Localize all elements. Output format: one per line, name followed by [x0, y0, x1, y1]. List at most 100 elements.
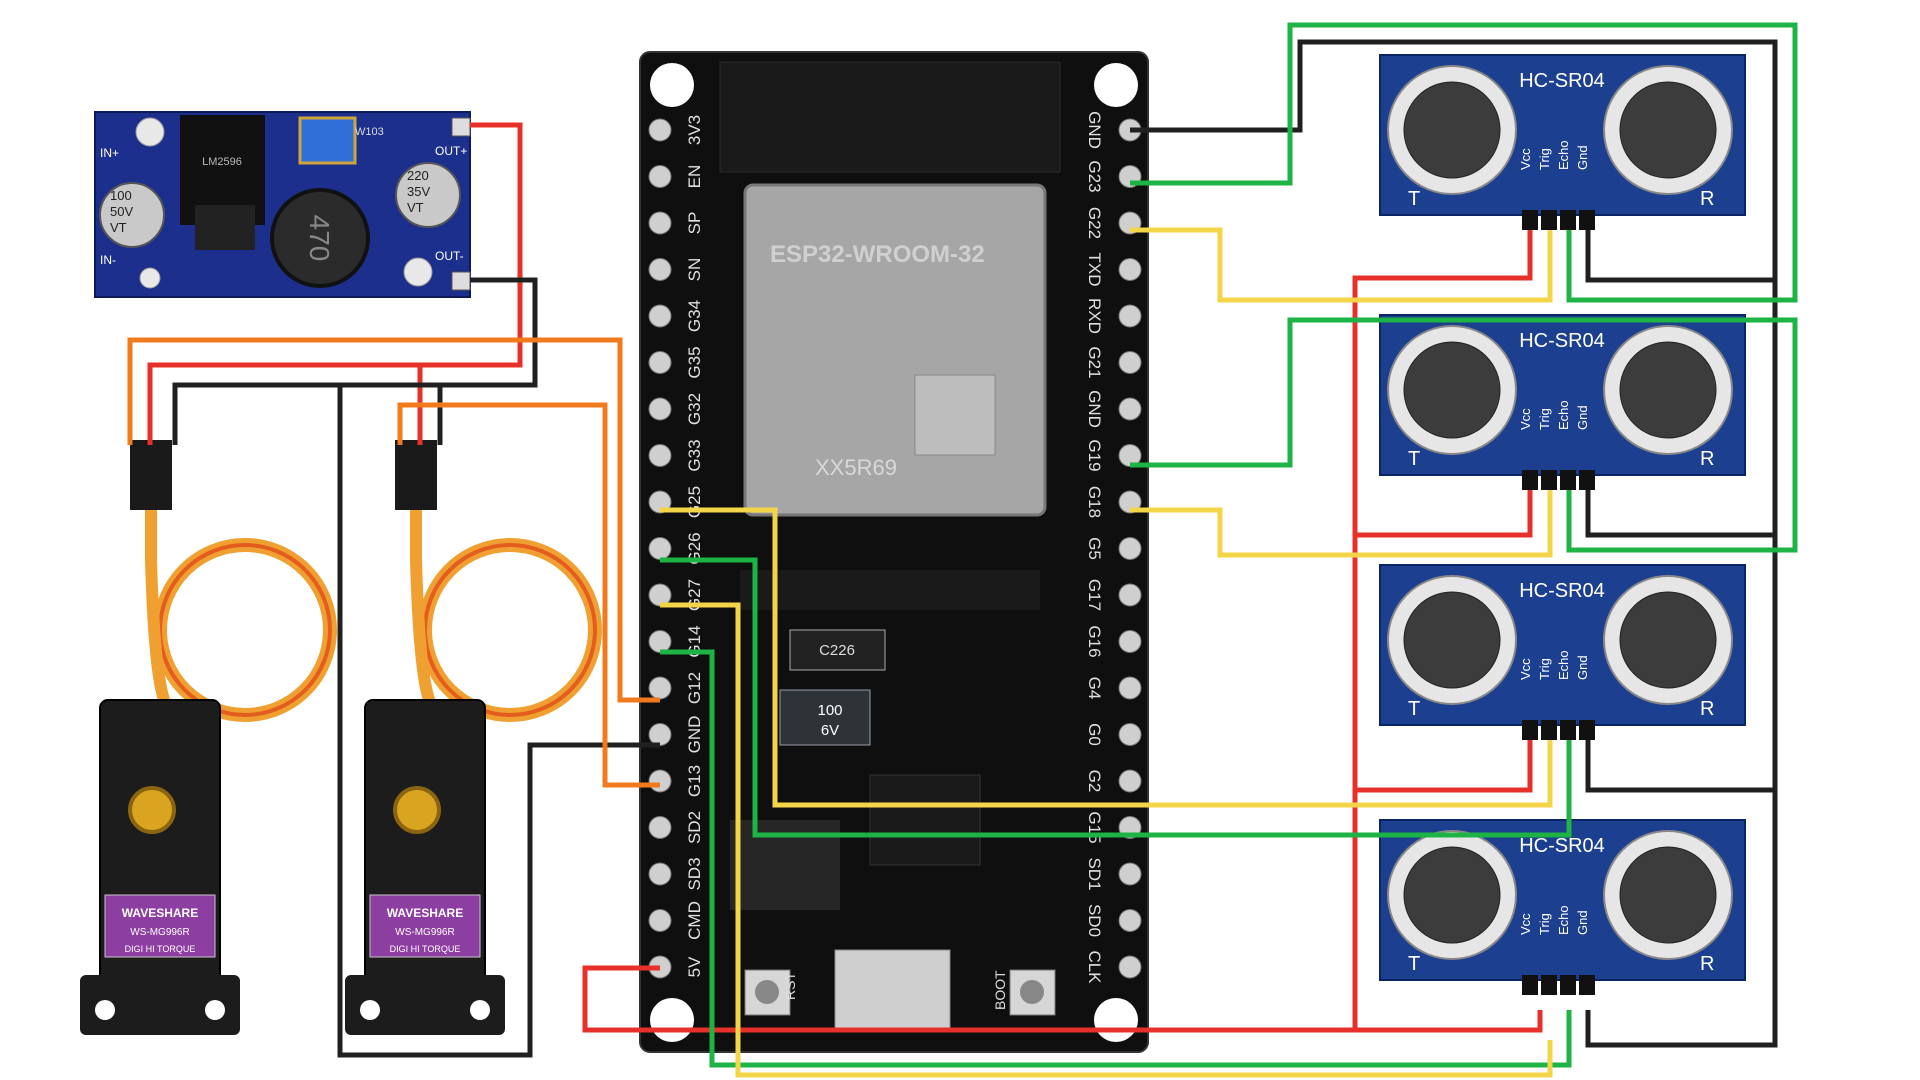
sensor-pin-header [1560, 975, 1576, 995]
sensor-r-label: R [1700, 953, 1714, 975]
wire-ground-rail [1130, 39, 1778, 1048]
sensor-pin-label: Gnd [1575, 655, 1590, 680]
pin-pad [648, 676, 672, 700]
servo-mount-tab [345, 975, 505, 1035]
wire-vcc-sensor3 [1355, 740, 1533, 793]
servo-model: WS-MG996R [130, 927, 189, 938]
sensor-pin-header [1560, 720, 1576, 740]
diode [195, 205, 255, 250]
cap1-text: VT [110, 220, 127, 235]
pin-pad [1118, 769, 1142, 793]
sensor-pin-header [1541, 210, 1557, 230]
esp32-board: ESP32-WROOM-32 XX5R69 C226 100 6V RST BO… [639, 51, 1149, 1053]
pin-label-3v3: 3V3 [685, 115, 704, 145]
wire-servo2-signal-g13 [397, 402, 660, 788]
sensor-pin-label: Vcc [1518, 658, 1533, 680]
pin-label-g33: G33 [685, 439, 704, 471]
transducer-mesh [1403, 846, 1501, 944]
pin-label-g2: G2 [1085, 770, 1104, 793]
transducer-mesh [1403, 81, 1501, 179]
pin-pad [648, 211, 672, 235]
micro-usb-port [834, 949, 951, 1031]
pin-pad [648, 816, 672, 839]
wire-vcc-sensor2 [1355, 490, 1533, 538]
pin-label-g26: G26 [685, 532, 704, 564]
servo-brand: WAVESHARE [387, 906, 463, 920]
servo-mount-hole [205, 1000, 225, 1020]
pin-pad [1118, 258, 1142, 281]
pin-label-g15: G15 [1085, 811, 1104, 843]
pin-pad [1118, 397, 1142, 421]
pin-label-sd2: SD2 [685, 811, 704, 844]
sensor-pin-label: Trig [1537, 148, 1552, 170]
cap-label: C226 [819, 642, 855, 659]
pin-label-gnd: GND [685, 716, 704, 754]
pin-label-g25: G25 [685, 486, 704, 518]
left-pin-header: 3V3ENSPSNG34G35G32G33G25G26G27G14G12GNDG… [648, 115, 704, 979]
servo-mount-hole [360, 1000, 380, 1020]
sensor-title: HC-SR04 [1519, 835, 1605, 857]
cap2-text: 220 [407, 168, 429, 183]
rst-button-cap [755, 980, 779, 1004]
pin-label-g19: G19 [1085, 439, 1104, 471]
sensor-pin-label: Echo [1556, 905, 1571, 935]
wire-echo-sensor2-g18 [1130, 490, 1553, 558]
transducer-mesh [1619, 591, 1717, 689]
pin-pad [648, 351, 672, 374]
cap1-text: 100 [110, 188, 132, 203]
pin-pad [648, 118, 672, 142]
boot-button-cap [1020, 980, 1044, 1004]
pin-label-gnd: GND [1085, 111, 1104, 149]
sensor-t-label: T [1408, 953, 1420, 975]
cap-label: 100 [817, 702, 842, 719]
servo-label [104, 894, 216, 958]
pin-label-g34: G34 [685, 300, 704, 332]
servo-connector [395, 440, 437, 510]
pin-label-g4: G4 [1085, 677, 1104, 700]
sensor-pin-header [1541, 975, 1557, 995]
wire-trig-sensor1-g23 [1130, 22, 1798, 303]
chip-label: LM2596 [202, 156, 242, 168]
sensor-pin-label: Vcc [1518, 148, 1533, 170]
pin-pad [1118, 955, 1142, 979]
mount-hole [139, 267, 161, 289]
pin-pad [1118, 630, 1142, 653]
servo-cable-coil [423, 543, 597, 717]
pin-label-cmd: CMD [685, 901, 704, 940]
inductor [270, 188, 370, 288]
servo-horn-hub [393, 786, 441, 834]
sensor-pin-header [1560, 470, 1576, 490]
pin-label-txd: TXD [1085, 253, 1104, 287]
sensor-r-label: R [1700, 188, 1714, 210]
sensor-t-label: T [1408, 698, 1420, 720]
sensor-pin-label: Vcc [1518, 408, 1533, 430]
out-minus-label: OUT- [435, 249, 464, 263]
cap1-text: 50V [110, 204, 133, 219]
pin-pad [648, 165, 672, 188]
pin-label-g23: G23 [1085, 160, 1104, 192]
wire-power-servo2 [417, 362, 520, 445]
pin-pad [648, 723, 672, 746]
sensor-pin-label: Gnd [1575, 405, 1590, 430]
pin-pad [648, 537, 672, 560]
pin-pad [1118, 862, 1142, 886]
sensor-pin-header [1541, 720, 1557, 740]
pin-label-g35: G35 [685, 346, 704, 378]
sensor-pin-header [1541, 470, 1557, 490]
pin-label-en: EN [685, 165, 704, 189]
pin-pad [648, 769, 672, 793]
out-minus-pad [451, 271, 471, 291]
cap2-text: VT [407, 200, 424, 215]
resistor-row [740, 570, 1040, 610]
sensor-pin-label: Trig [1537, 658, 1552, 680]
servo-horn-hub [128, 786, 176, 834]
wires [127, 22, 1798, 1078]
sensor-pin-label: Trig [1537, 408, 1552, 430]
sensor-pin-header [1522, 975, 1538, 995]
wire-trig-sensor3-g26 [660, 557, 1572, 838]
wire-echo-sensor3-g25 [660, 507, 1553, 808]
sensor-pin-header [1522, 470, 1538, 490]
